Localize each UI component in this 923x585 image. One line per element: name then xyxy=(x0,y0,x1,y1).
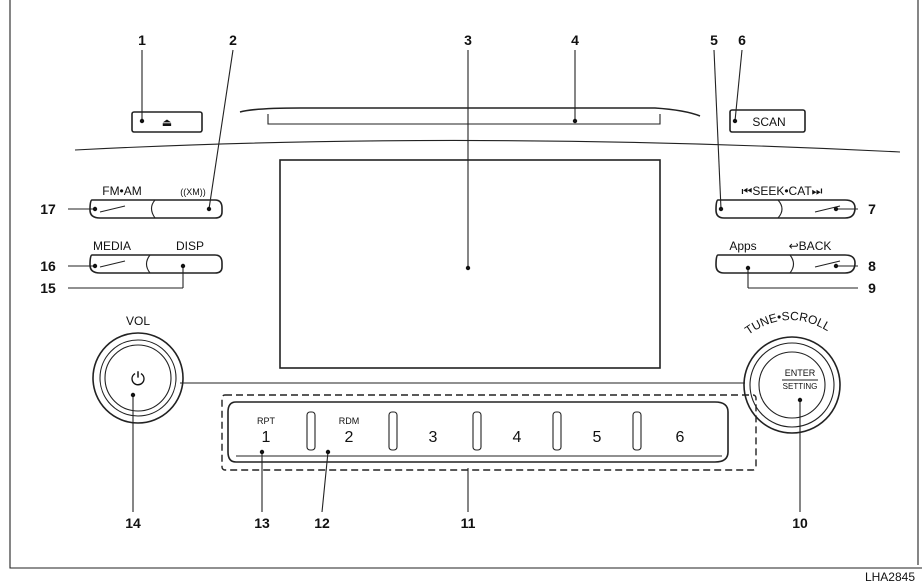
preset-dividers xyxy=(306,411,642,451)
callout-17: 17 xyxy=(40,201,56,217)
eject-button[interactable] xyxy=(131,111,203,133)
fm-am-label: FM•AM xyxy=(102,184,142,198)
tune-scroll-label: TUNE•SCROLL xyxy=(742,309,833,338)
disc-slot xyxy=(239,107,701,117)
callout-2: 2 xyxy=(229,32,237,48)
xm-label: ((XM)) xyxy=(180,187,206,197)
fm-am-press-mark xyxy=(99,205,126,213)
vol-knob-inner xyxy=(104,344,172,412)
vol-knob-mid xyxy=(99,339,177,417)
callout-7: 7 xyxy=(868,201,876,217)
callout-5: 5 xyxy=(710,32,718,48)
eject-icon: ⏏ xyxy=(162,117,172,129)
setting-label: SETTING xyxy=(783,382,818,391)
leader-dots xyxy=(92,118,839,455)
tune-scroll-knob-outer[interactable] xyxy=(743,336,841,434)
enter-setting-button[interactable] xyxy=(758,351,826,419)
preset-button-2[interactable]: RDM 2 xyxy=(339,416,360,446)
disp-label: DISP xyxy=(176,239,204,253)
preset-2-num: 2 xyxy=(345,429,354,446)
media-disp-divider xyxy=(145,254,151,274)
scan-button[interactable] xyxy=(729,109,806,133)
enter-label: ENTER xyxy=(785,368,816,378)
preset-button-6[interactable]: 6 xyxy=(676,429,685,446)
media-press-mark xyxy=(99,260,126,268)
media-disp-rocker[interactable] xyxy=(89,254,223,274)
callout-16: 16 xyxy=(40,258,56,274)
callout-4: 4 xyxy=(571,32,579,48)
callout-8: 8 xyxy=(868,258,876,274)
preset-5-num: 5 xyxy=(593,429,602,446)
vol-knob-outer[interactable] xyxy=(92,332,184,424)
power-icon: ⏻ xyxy=(131,369,145,389)
callout-9: 9 xyxy=(868,280,876,296)
apps-back-rocker[interactable] xyxy=(715,254,856,274)
callout-12: 12 xyxy=(314,515,330,531)
preset-3-num: 3 xyxy=(429,429,438,446)
preset-button-5[interactable]: 5 xyxy=(593,429,602,446)
callout-15: 15 xyxy=(40,280,56,296)
panel-top-edge xyxy=(74,139,901,153)
preset-button-4[interactable]: 4 xyxy=(513,429,522,446)
preset-divider xyxy=(306,411,316,451)
media-label: MEDIA xyxy=(93,239,131,253)
seek-cat-rocker[interactable] xyxy=(715,199,856,219)
preset-1-sub: RPT xyxy=(257,416,276,426)
seek-cat-divider xyxy=(777,199,783,219)
preset-button-3[interactable]: 3 xyxy=(429,429,438,446)
display-screen xyxy=(279,159,661,369)
figure-frame xyxy=(9,0,922,569)
preset-4-num: 4 xyxy=(513,429,522,446)
callout-3: 3 xyxy=(464,32,472,48)
preset-group-outline xyxy=(221,394,757,471)
apps-label: Apps xyxy=(729,239,756,253)
disc-slot-inner xyxy=(267,114,661,125)
vol-label: VOL xyxy=(126,314,150,328)
back-press-mark xyxy=(814,260,841,268)
rocker-divider xyxy=(150,199,156,219)
fm-am-xm-rocker[interactable] xyxy=(89,199,223,219)
callout-1: 1 xyxy=(138,32,146,48)
callout-6: 6 xyxy=(738,32,746,48)
scan-label: SCAN xyxy=(752,115,785,129)
preset-divider xyxy=(632,411,642,451)
preset-divider xyxy=(388,411,398,451)
preset-divider xyxy=(552,411,562,451)
tune-scroll-knob-mid xyxy=(749,342,835,428)
preset-6-num: 6 xyxy=(676,429,685,446)
preset-2-sub: RDM xyxy=(339,416,360,426)
preset-1-num: 1 xyxy=(262,429,271,446)
preset-strip xyxy=(227,401,729,463)
callout-14: 14 xyxy=(125,515,141,531)
apps-back-divider xyxy=(789,254,795,274)
preset-button-1[interactable]: RPT 1 xyxy=(257,416,276,446)
callout-11: 11 xyxy=(461,515,476,531)
callout-10: 10 xyxy=(792,515,808,531)
callout-13: 13 xyxy=(254,515,270,531)
back-label: ↩BACK xyxy=(789,239,832,253)
leader-lines xyxy=(68,49,858,513)
preset-divider xyxy=(472,411,482,451)
figure-code: LHA2845 xyxy=(865,570,915,584)
seek-cat-label: ⏮SEEK•CAT⏭ xyxy=(742,184,823,198)
